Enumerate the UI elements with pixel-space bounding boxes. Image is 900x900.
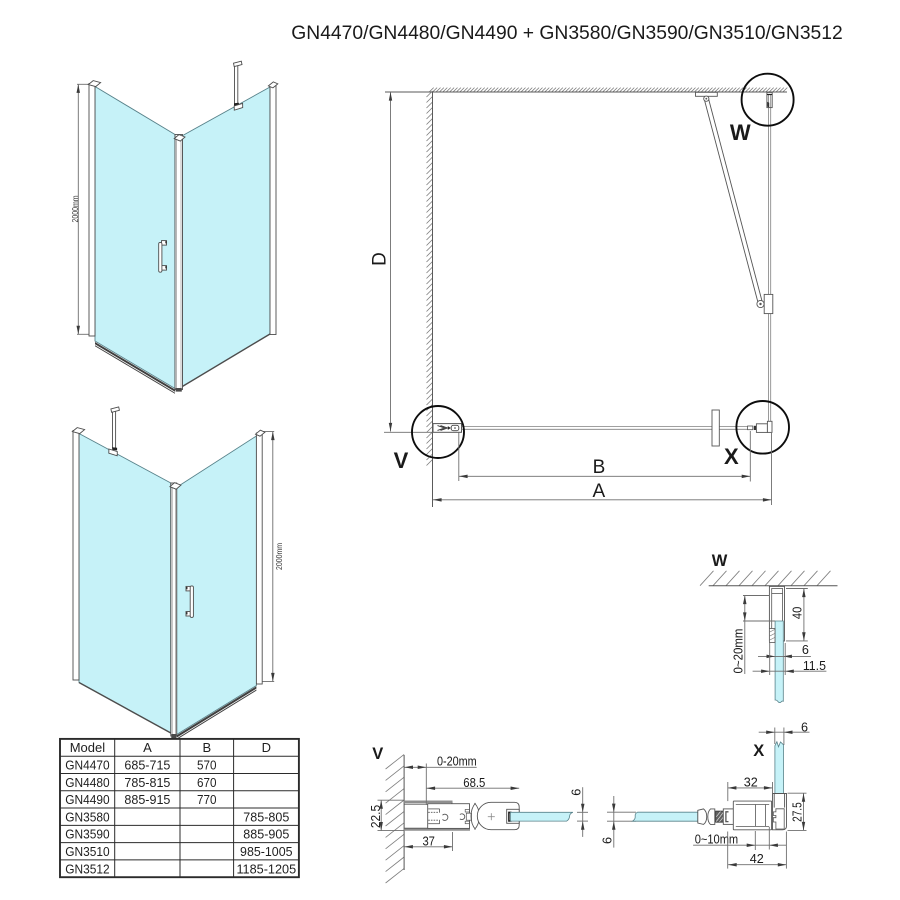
svg-text:770: 770 — [197, 792, 217, 807]
svg-text:GN3512: GN3512 — [65, 861, 109, 876]
svg-text:785-805: 785-805 — [243, 809, 289, 824]
svg-text:GN4480: GN4480 — [65, 775, 109, 790]
svg-text:68.5: 68.5 — [463, 776, 485, 790]
svg-text:A: A — [143, 740, 152, 755]
svg-text:GN3510: GN3510 — [65, 844, 109, 859]
svg-text:6: 6 — [802, 643, 809, 657]
svg-text:0~10mm: 0~10mm — [695, 833, 739, 847]
svg-text:A: A — [592, 481, 605, 502]
svg-text:6: 6 — [570, 789, 584, 796]
svg-text:570: 570 — [197, 758, 217, 773]
svg-text:GN3590: GN3590 — [65, 827, 109, 842]
svg-text:B: B — [202, 740, 211, 755]
svg-text:V: V — [372, 745, 383, 763]
svg-text:6: 6 — [601, 837, 615, 844]
svg-text:GN4490: GN4490 — [65, 792, 109, 807]
svg-text:GN4470/GN4480/GN4490 + GN3580/: GN4470/GN4480/GN4490 + GN3580/GN3590/GN3… — [291, 23, 842, 44]
svg-text:2000mm: 2000mm — [275, 543, 284, 570]
svg-text:32: 32 — [744, 775, 758, 789]
svg-text:X: X — [724, 444, 739, 469]
svg-text:37: 37 — [422, 835, 435, 849]
svg-text:40: 40 — [790, 607, 804, 619]
svg-text:X: X — [753, 742, 764, 760]
svg-text:GN3580: GN3580 — [65, 809, 109, 824]
svg-text:D: D — [369, 252, 390, 266]
svg-text:1185-1205: 1185-1205 — [236, 861, 296, 876]
svg-text:985-1005: 985-1005 — [240, 844, 293, 859]
svg-text:685-715: 685-715 — [124, 758, 170, 773]
svg-text:2000mm: 2000mm — [71, 195, 80, 222]
svg-text:885-915: 885-915 — [124, 792, 170, 807]
svg-text:D: D — [262, 740, 271, 755]
svg-text:0-20mm: 0-20mm — [437, 755, 477, 769]
svg-text:11.5: 11.5 — [803, 659, 826, 673]
svg-text:670: 670 — [197, 775, 217, 790]
svg-text:27.5: 27.5 — [790, 802, 804, 822]
svg-text:785-815: 785-815 — [124, 775, 170, 790]
svg-text:W: W — [730, 120, 751, 145]
svg-text:B: B — [593, 457, 606, 478]
svg-text:42: 42 — [750, 852, 764, 866]
svg-text:W: W — [712, 552, 728, 570]
svg-text:Model: Model — [70, 740, 106, 755]
svg-text:0~20mm: 0~20mm — [732, 629, 746, 674]
svg-text:885-905: 885-905 — [243, 827, 289, 842]
svg-text:GN4470: GN4470 — [65, 758, 109, 773]
svg-text:6: 6 — [801, 721, 808, 735]
svg-text:V: V — [394, 448, 409, 473]
